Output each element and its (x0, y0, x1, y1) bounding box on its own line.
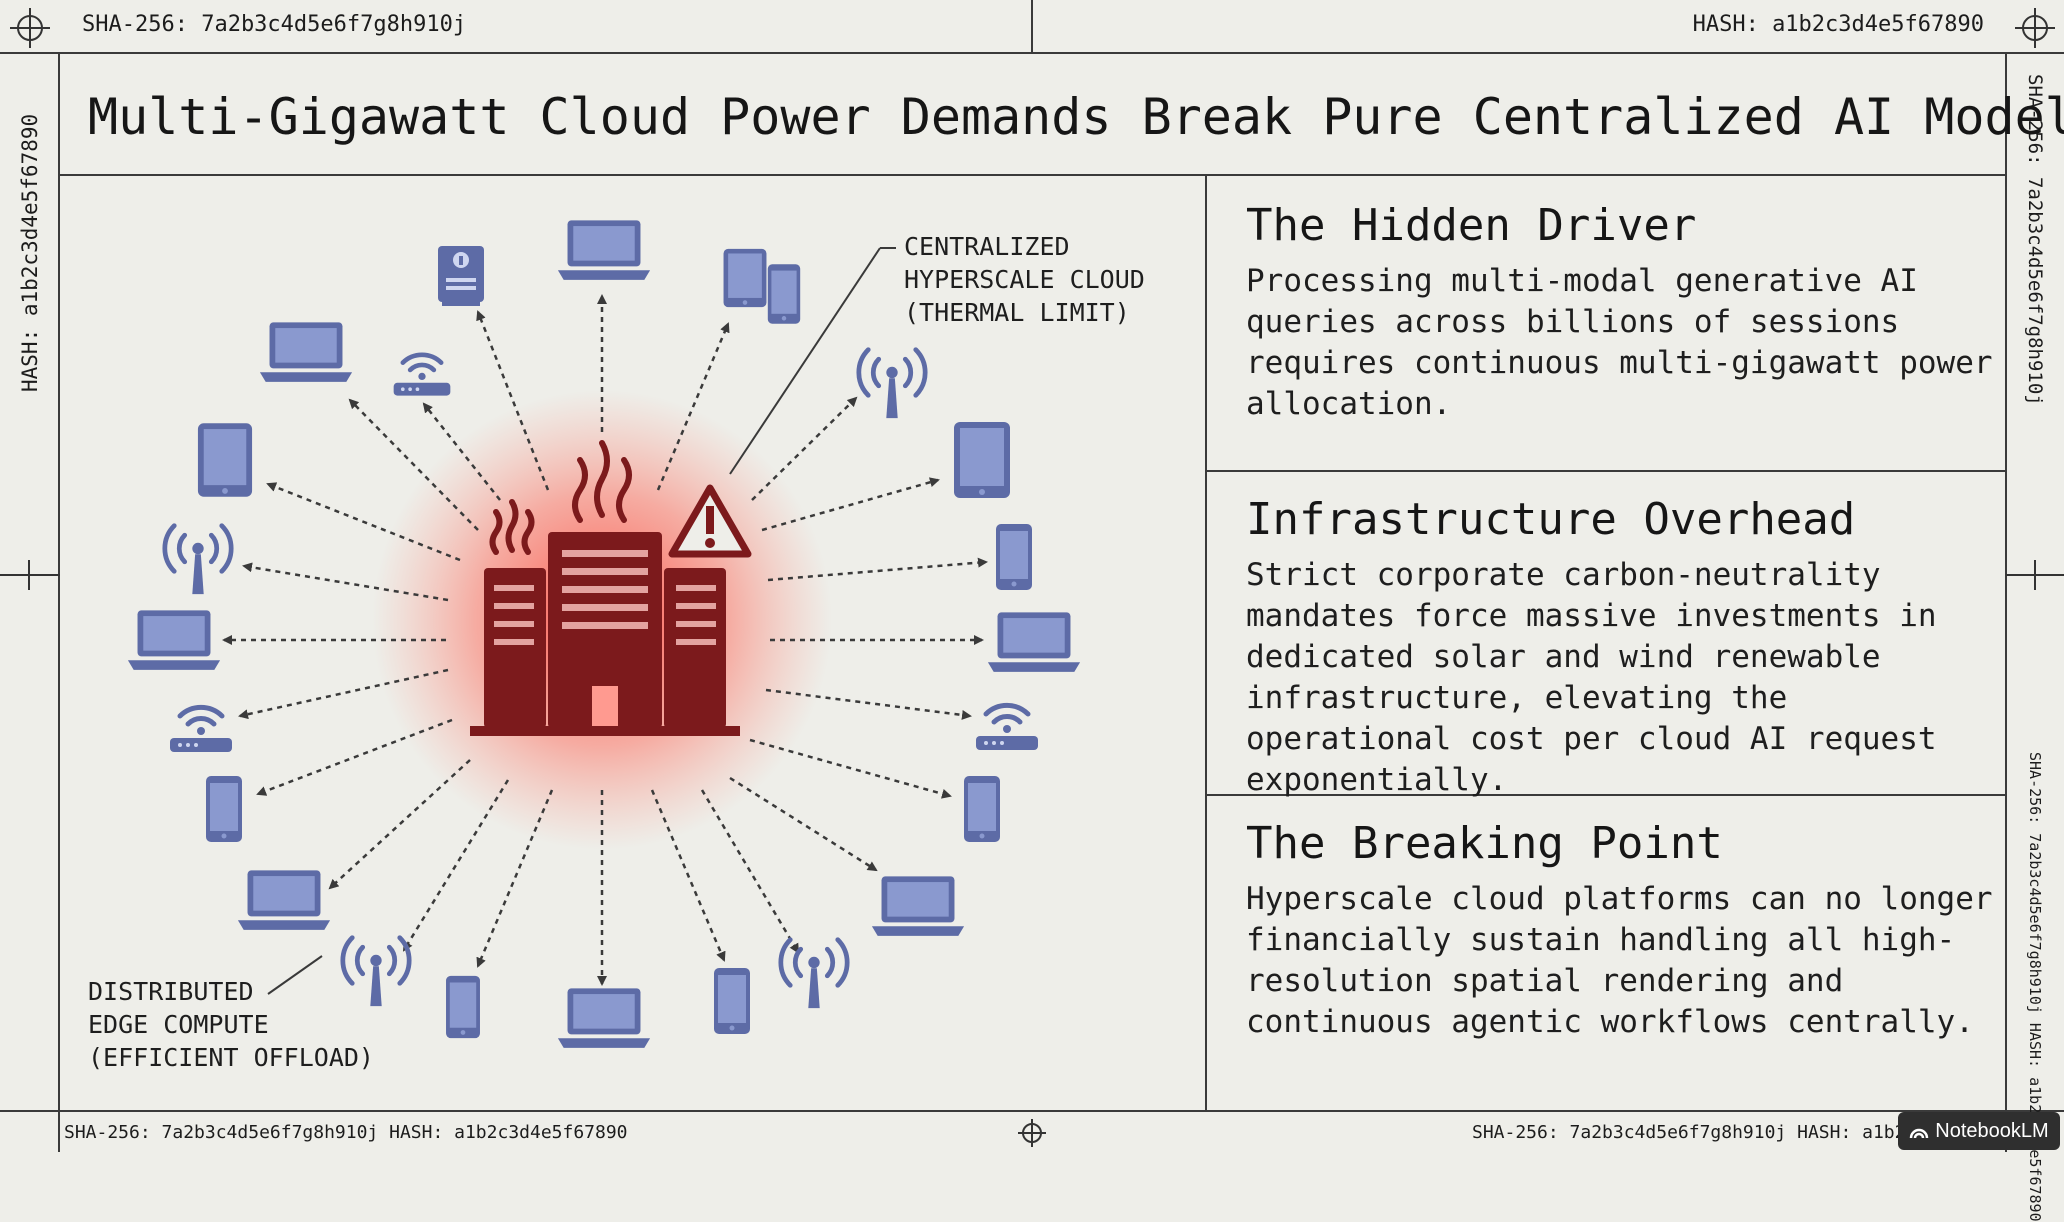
router-icon (394, 355, 451, 396)
laptop-icon (259, 322, 353, 382)
offload-arrow (476, 789, 554, 968)
laptop-icon (237, 870, 331, 930)
header-divider (1031, 0, 1033, 52)
router-icon (976, 705, 1038, 750)
panel-hidden-driver: The Hidden Driver Processing multi-modal… (1246, 200, 2006, 425)
side-hash-right-bottom: SHA-256: 7a2b3c4d5e6f7g8h910j HASH: a1b2… (2026, 752, 2044, 1222)
offload-arrow (348, 398, 479, 531)
offload-arrow (650, 789, 726, 962)
frame-bottom-line (0, 1110, 2064, 1112)
panel-breaking-point: The Breaking Point Hyperscale cloud plat… (1246, 818, 2006, 1043)
panel-divider (1205, 176, 1207, 1110)
panel-separator-2 (1206, 794, 2006, 796)
antenna-icon (165, 526, 231, 594)
left-tick-mark (0, 560, 60, 590)
smartphone-icon (767, 264, 801, 324)
offload-arrows (222, 294, 988, 986)
panel-title: Infrastructure Overhead (1246, 494, 1856, 545)
offload-arrow (242, 562, 449, 602)
offload-arrow (700, 789, 800, 954)
smartphone-icon (446, 975, 480, 1039)
panel-body: Strict corporate carbon-neutrality manda… (1246, 557, 1937, 798)
panel-title: The Breaking Point (1246, 818, 1723, 869)
panel-body: Hyperscale cloud platforms can no longer… (1246, 881, 1993, 1040)
offload-arrow (751, 396, 858, 501)
offload-arrow (656, 322, 730, 491)
edge-callout-label: DISTRIBUTED EDGE COMPUTE (EFFICIENT OFFL… (88, 977, 374, 1072)
info-kiosk-icon (438, 246, 484, 306)
center-callout-label: CENTRALIZED HYPERSCALE CLOUD (THERMAL LI… (904, 232, 1145, 327)
offload-arrow (476, 310, 550, 491)
header-hash-right: HASH: a1b2c3d4e5f67890 (1692, 12, 1984, 37)
smartphone-icon (714, 968, 750, 1034)
edge-callout-line (267, 955, 323, 995)
frame-top-line (0, 52, 2064, 54)
laptop-icon (557, 220, 651, 280)
antenna-icon (781, 940, 847, 1008)
notebooklm-badge[interactable]: NotebookLM (1898, 1112, 2060, 1150)
offload-arrow (402, 779, 510, 952)
offload-arrow (422, 402, 501, 501)
warning-icon (668, 484, 752, 558)
tablet-icon (723, 248, 767, 308)
laptop-icon (557, 988, 651, 1048)
offload-arrow (761, 477, 940, 532)
smartphone-icon (996, 524, 1032, 590)
offload-arrow (729, 776, 878, 872)
title-underline (60, 174, 2006, 176)
offload-arrow (765, 688, 972, 720)
heat-waves-icon (489, 440, 632, 555)
tablet-icon (954, 422, 1010, 498)
offload-arrow (328, 759, 471, 890)
crosshair-icon (1018, 1119, 1046, 1147)
panel-body: Processing multi-modal generative AI que… (1246, 263, 1993, 422)
footer-hash-left: SHA-256: 7a2b3c4d5e6f7g8h910j HASH: a1b2… (64, 1122, 628, 1143)
panel-separator-1 (1206, 470, 2006, 472)
server-building-icon (470, 532, 740, 736)
offload-arrow (767, 557, 988, 582)
offload-arrow (749, 738, 952, 799)
panel-title: The Hidden Driver (1246, 200, 1697, 251)
offload-arrow (266, 482, 461, 562)
center-callout-line (729, 247, 881, 475)
laptop-icon (987, 612, 1081, 672)
right-tick-mark (2006, 560, 2064, 590)
badge-label: NotebookLM (1935, 1119, 2049, 1142)
laptop-icon (127, 610, 221, 670)
tablet-icon (197, 423, 253, 497)
footer-hash-right: SHA-256: 7a2b3c4d5e6f7g8h910j HASH: a1b2… (1472, 1122, 1928, 1143)
crosshair-icon (2015, 8, 2055, 48)
frame-left-line (58, 52, 60, 1152)
smartphone-icon (964, 776, 1000, 842)
smartphone-icon (206, 776, 242, 842)
page-title: Multi-Gigawatt Cloud Power Demands Break… (88, 88, 2064, 146)
crosshair-icon (10, 8, 50, 48)
notebooklm-logo-icon (1910, 1128, 1929, 1139)
offload-arrow (256, 718, 453, 796)
panel-infrastructure-overhead: Infrastructure Overhead Strict corporate… (1246, 494, 2006, 801)
header-hash-left: SHA-256: 7a2b3c4d5e6f7g8h910j (82, 12, 467, 37)
laptop-icon (871, 876, 965, 936)
frame-right-line (2005, 52, 2007, 1152)
distributed-compute-diagram (127, 220, 1081, 1048)
router-icon (170, 707, 232, 752)
antenna-icon (859, 350, 925, 418)
